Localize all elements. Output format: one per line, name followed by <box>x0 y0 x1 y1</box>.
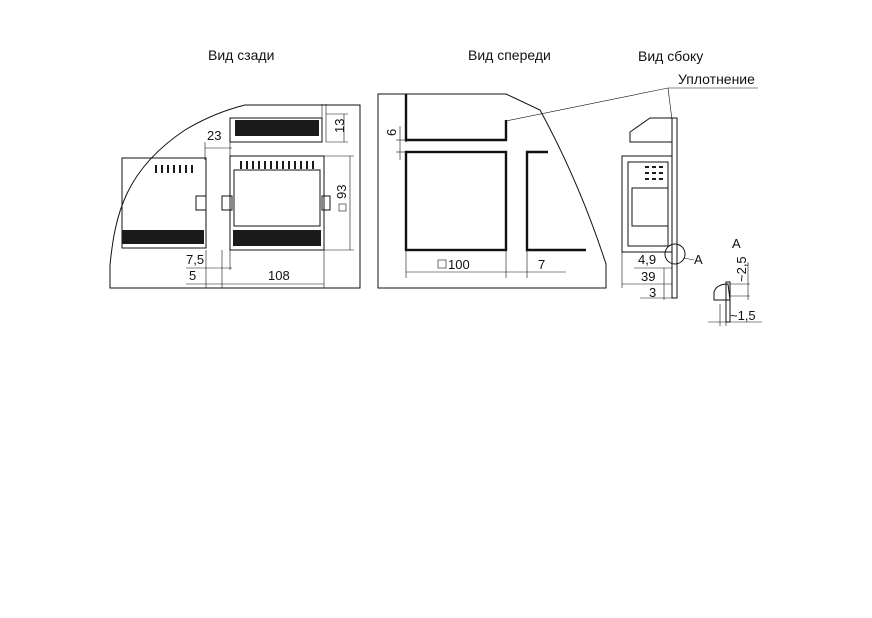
upper-device <box>229 117 323 143</box>
main-clip-right <box>321 195 331 211</box>
rear-view: 23 13 93 7,5 5 108 <box>109 104 361 289</box>
front-panel-outline <box>377 93 607 289</box>
front-view: 6 100 7 <box>377 87 758 289</box>
detail-seal-profile <box>713 283 731 301</box>
dim-13: 13 <box>332 119 347 133</box>
side-device-inner <box>627 161 669 247</box>
left-clip <box>195 195 207 211</box>
dim-4-9: 4,9 <box>638 252 656 267</box>
dim-3: 3 <box>649 285 656 300</box>
front-main-cutout <box>404 150 508 252</box>
dim-7-5: 7,5 <box>186 252 204 267</box>
dim-108: 108 <box>268 268 290 283</box>
rear-view-title: Вид сзади <box>208 47 274 63</box>
left-terminal-block <box>122 230 204 244</box>
side-connector <box>631 187 669 227</box>
front-upper-cutout <box>404 94 508 142</box>
main-device <box>229 155 325 251</box>
main-device-body <box>233 169 321 227</box>
upper-terminal-block <box>235 120 319 136</box>
rear-dimension-lines <box>186 113 354 288</box>
detail-a: A ~2,5 ~1,5 <box>708 236 762 326</box>
square-symbol-100 <box>437 259 447 269</box>
detail-a-title: A <box>732 236 741 251</box>
seal-label: Уплотнение <box>678 71 755 87</box>
main-terminal-block <box>233 230 321 246</box>
panel-section <box>671 117 678 299</box>
left-vent-slots <box>155 165 193 173</box>
dim-5: 5 <box>189 268 196 283</box>
square-symbol-93 <box>338 203 347 212</box>
dim-6: 6 <box>384 129 399 136</box>
dim-100: 100 <box>448 257 470 272</box>
front-view-title: Вид спереди <box>468 47 551 63</box>
dim-2-5: ~2,5 <box>734 256 749 282</box>
dim-39: 39 <box>641 269 655 284</box>
detail-a-circle <box>664 243 686 265</box>
side-dimension-lines <box>621 252 677 300</box>
main-vent-slots <box>240 161 314 169</box>
detail-a-marker: A <box>694 252 703 267</box>
dim-93: 93 <box>334 185 349 199</box>
front-right-cutout <box>525 150 586 252</box>
main-clip-left <box>221 195 233 211</box>
front-dimension-lines <box>396 126 566 278</box>
side-view: A 4,9 39 3 <box>621 117 703 300</box>
dim-1-5: ~1,5 <box>730 308 756 323</box>
rear-panel-outline <box>109 104 361 289</box>
seal-profile <box>629 117 673 143</box>
side-view-title: Вид сбоку <box>638 48 703 64</box>
side-vents <box>645 166 663 180</box>
dim-23: 23 <box>207 128 221 143</box>
dim-7: 7 <box>538 257 545 272</box>
side-device-body <box>621 155 673 253</box>
